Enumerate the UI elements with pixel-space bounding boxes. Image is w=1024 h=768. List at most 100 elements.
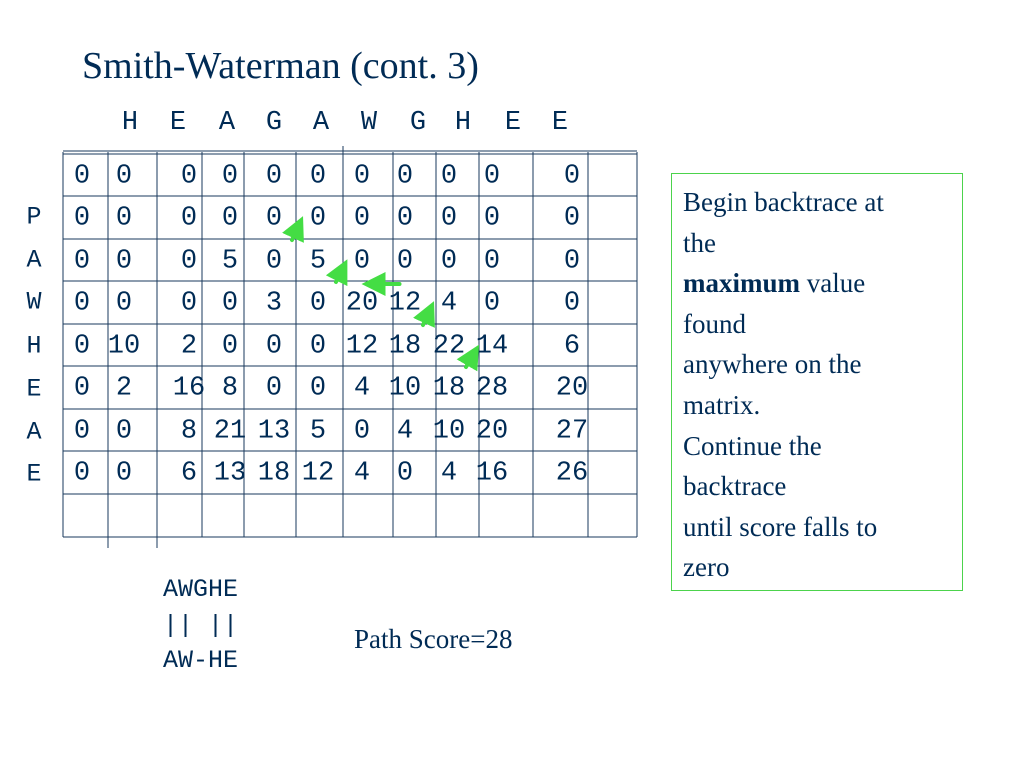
side-letter: W [26, 287, 42, 317]
top-letter: G [265, 108, 283, 138]
side-letter: A [26, 417, 42, 447]
matrix-cell-value: 18 [388, 331, 422, 362]
side-letter: A [26, 245, 42, 275]
matrix-cell-value: 0 [353, 203, 371, 234]
matrix-cell-value: 6 [180, 458, 198, 489]
matrix-cell-value: 0 [483, 288, 501, 319]
matrix-cell-value: 0 [73, 203, 91, 234]
matrix-cell-value: 20 [555, 373, 589, 404]
matrix-cell-value: 0 [440, 161, 458, 192]
backtrace-arrow [413, 301, 435, 328]
matrix-cell-value: 0 [180, 246, 198, 277]
matrix-cell-value: 0 [483, 161, 501, 192]
matrix-cell-value: 4 [440, 288, 458, 319]
matrix-cell-value: 0 [180, 203, 198, 234]
matrix-cell-value: 5 [221, 246, 239, 277]
matrix-cell-value: 0 [221, 288, 239, 319]
matrix-cell-value: 0 [309, 203, 327, 234]
matrix-cell-value: 0 [309, 331, 327, 362]
alignment-bottom: AW-HE [163, 646, 239, 675]
side-letter: E [26, 374, 42, 404]
top-letter: A [312, 108, 330, 138]
matrix-cell-value: 5 [309, 416, 327, 447]
alignment-result: AWGHE || || AW-HE [163, 572, 238, 679]
info-line: Begin backtrace at [683, 187, 884, 217]
top-letter: A [218, 108, 236, 138]
matrix-cell-value: 8 [180, 416, 198, 447]
matrix-cell-value: 28 [475, 373, 509, 404]
matrix-cell-value: 0 [483, 203, 501, 234]
matrix-cell-value: 21 [213, 416, 247, 447]
matrix-cell-value: 0 [265, 161, 283, 192]
top-letter: E [551, 108, 569, 138]
matrix-cell-value: 12 [301, 458, 335, 489]
matrix-cell-value: 0 [180, 161, 198, 192]
matrix-cell-value: 0 [396, 161, 414, 192]
matrix-cell-value: 0 [265, 373, 283, 404]
backtrace-arrows [282, 216, 480, 372]
matrix-cell-value: 0 [440, 203, 458, 234]
matrix-cell-value: 0 [309, 373, 327, 404]
matrix-cell-value: 0 [115, 288, 133, 319]
matrix-cell-value: 0 [396, 458, 414, 489]
matrix-cell-value: 0 [180, 288, 198, 319]
matrix-cell-value: 6 [563, 331, 581, 362]
backtrace-info-box: Begin backtrace at the maximum value fou… [671, 173, 963, 591]
top-letter: H [121, 108, 139, 138]
matrix-cell-value: 0 [73, 373, 91, 404]
matrix-cell-value: 0 [73, 161, 91, 192]
matrix-cell-value: 0 [563, 161, 581, 192]
matrix-cell-value: 18 [432, 373, 466, 404]
matrix-cell-value: 0 [265, 203, 283, 234]
matrix-cell-value: 0 [353, 161, 371, 192]
matrix-cell-value: 20 [475, 416, 509, 447]
matrix-cell-value: 10 [388, 373, 422, 404]
matrix-cell-value: 8 [221, 373, 239, 404]
matrix-cell-value: 10 [432, 416, 466, 447]
backtrace-arrow [282, 216, 304, 243]
top-letter: W [360, 108, 378, 138]
info-line: Continue the [683, 430, 822, 461]
matrix-cell-value: 0 [221, 331, 239, 362]
matrix-cell-value: 0 [396, 203, 414, 234]
matrix-cell-value: 0 [309, 161, 327, 192]
matrix-cell-value: 14 [475, 331, 509, 362]
matrix-cell-value: 4 [353, 373, 371, 404]
matrix-cell-value: 0 [440, 246, 458, 277]
top-letter: H [454, 108, 472, 138]
matrix-cell-value: 0 [73, 331, 91, 362]
matrix-cell-value: 16 [475, 458, 509, 489]
matrix-cell-value: 0 [73, 416, 91, 447]
info-line: anywhere on the [683, 349, 862, 380]
matrix-cell-value: 0 [353, 416, 371, 447]
matrix-cell-value: 0 [353, 246, 371, 277]
matrix-cell-value: 26 [555, 458, 589, 489]
matrix-cell-value: 13 [257, 416, 291, 447]
matrix-cell-value: 0 [115, 246, 133, 277]
matrix-cell-value: 27 [555, 416, 589, 447]
matrix-cell-value: 16 [172, 373, 206, 404]
matrix-grid-lines [62, 146, 638, 548]
side-letter: H [26, 331, 42, 361]
matrix-cell-value: 0 [115, 203, 133, 234]
info-line: the [683, 227, 716, 258]
matrix-cell-value: 5 [309, 246, 327, 277]
matrix-cell-value: 4 [396, 416, 414, 447]
info-line: zero [683, 552, 730, 583]
matrix-cell-value: 0 [265, 246, 283, 277]
alignment-match-bars: || || [163, 610, 239, 640]
matrix-cell-value: 12 [345, 331, 379, 362]
info-line: found [683, 308, 746, 339]
backtrace-arrow [325, 259, 348, 287]
alignment-top: AWGHE [163, 575, 239, 604]
matrix-cell-value: 2 [180, 331, 198, 362]
matrix-cell-value: 0 [221, 203, 239, 234]
matrix-cell-value: 0 [73, 246, 91, 277]
top-letter: E [504, 108, 522, 138]
side-letter: E [26, 459, 42, 489]
matrix-cell-value: 18 [257, 458, 291, 489]
matrix-cell-value: 0 [396, 246, 414, 277]
info-bold-maximum: maximum [683, 268, 800, 299]
info-line: backtrace [683, 471, 787, 502]
